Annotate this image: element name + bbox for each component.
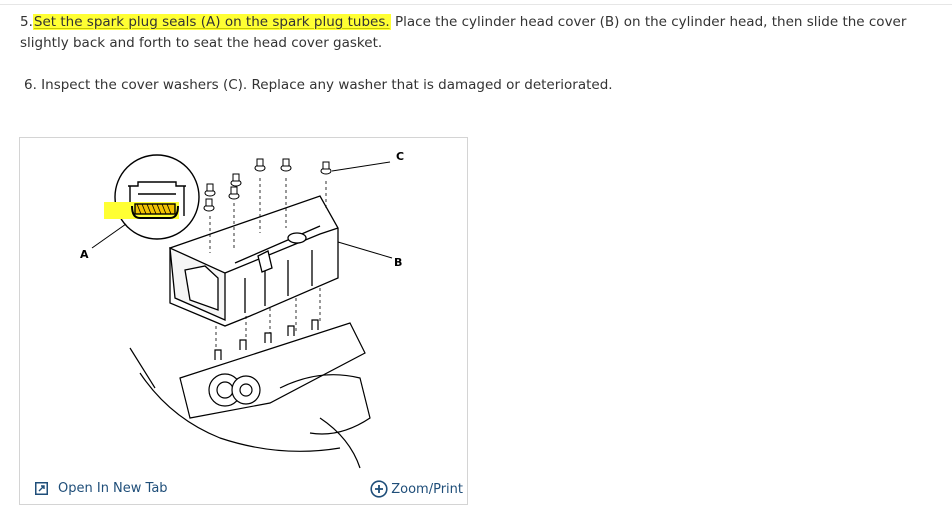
- open-new-tab-icon: [35, 482, 48, 495]
- step-6-text: 6. Inspect the cover washers (C). Replac…: [24, 77, 613, 93]
- zoom-print-link[interactable]: Zoom/Print: [370, 480, 463, 498]
- callout-c-label: C: [396, 150, 404, 163]
- cylinder-head-cover-diagram: A C B: [80, 150, 404, 469]
- callout-b-label: B: [394, 256, 402, 269]
- spark-plug-seal-inset: [104, 154, 200, 240]
- zoom-print-label: Zoom/Print: [391, 481, 463, 497]
- top-divider: [0, 4, 952, 5]
- callout-a-label: A: [80, 248, 89, 261]
- step-5-rest-text: Place the cylinder head cover (B) on the…: [20, 14, 907, 51]
- figure-container: A C B: [19, 137, 468, 505]
- step-5-highlighted-text: Set the spark plug seals (A) on the spar…: [32, 14, 391, 30]
- open-in-new-tab-link[interactable]: Open In New Tab: [35, 481, 168, 496]
- cylinder-head-cover: [169, 195, 339, 327]
- cover-washers: [203, 158, 332, 212]
- plus-circle-icon: [370, 480, 388, 498]
- alignment-guide-lines: [209, 178, 327, 358]
- step-5-number: 5.: [20, 14, 33, 30]
- open-in-new-tab-label: Open In New Tab: [58, 481, 168, 496]
- step-5-text: 5.Set the spark plug seals (A) on the sp…: [20, 12, 940, 54]
- cylinder-head: [129, 319, 371, 469]
